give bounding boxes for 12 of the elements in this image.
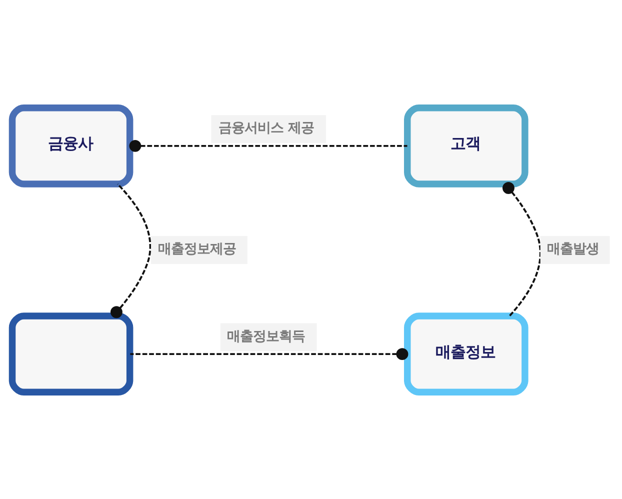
connector (110, 182, 152, 318)
connector (130, 348, 408, 360)
connector (502, 182, 542, 316)
connector (129, 139, 408, 152)
node-box: 금융사 (8, 104, 134, 187)
node-box: 고객 (404, 104, 528, 187)
node-box: 매출정보 (404, 312, 528, 396)
edge-label: 매출정보제공 (158, 240, 236, 257)
node-box (8, 312, 134, 396)
edge-label: 매출발생 (547, 240, 600, 257)
edge-label: 매출정보획득 (227, 328, 306, 344)
edge-label: 금융서비스 제공 (218, 120, 314, 136)
